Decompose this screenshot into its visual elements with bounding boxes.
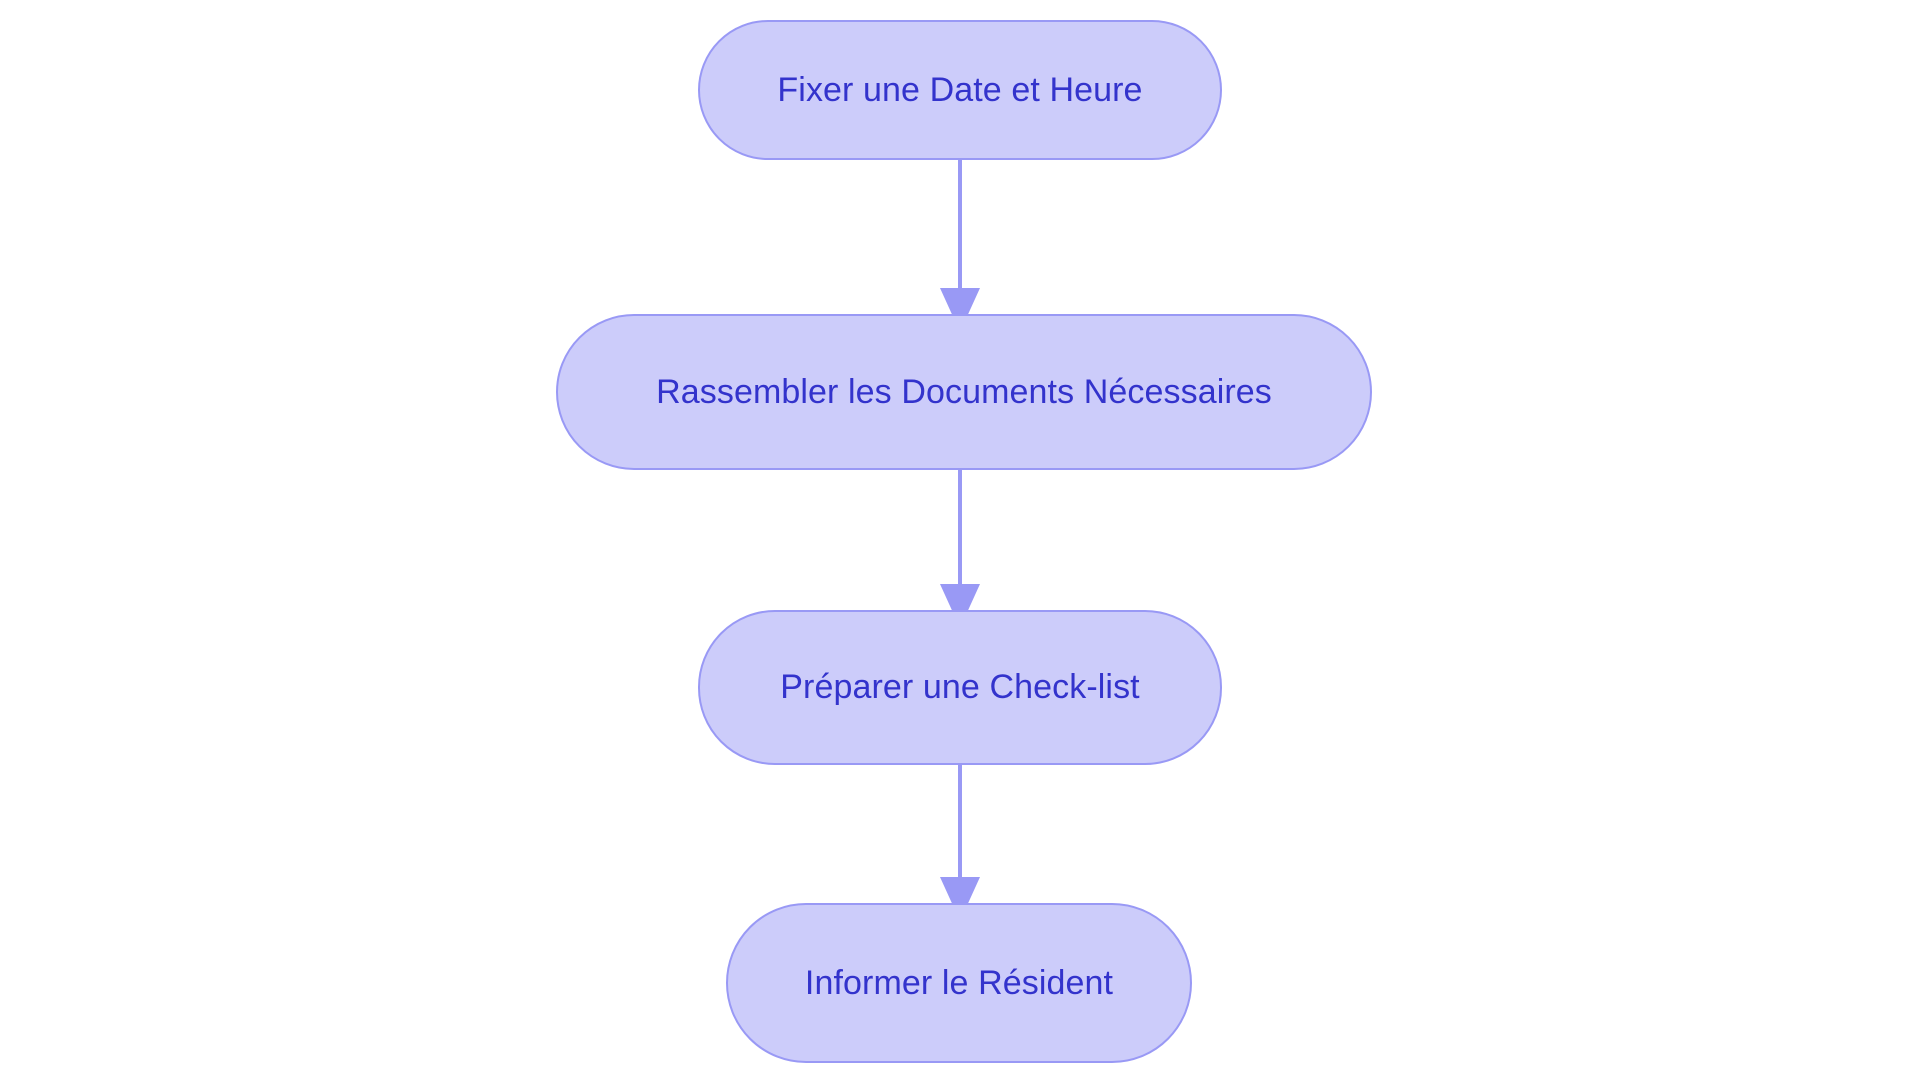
flowchart-node-fixer-une-date-et-heure[interactable]: Fixer une Date et Heure [698,20,1222,160]
flowchart-node-preparer-une-check-list[interactable]: Préparer une Check-list [698,610,1222,765]
node-label: Préparer une Check-list [780,668,1140,707]
node-label: Rassembler les Documents Nécessaires [656,372,1272,411]
node-label: Fixer une Date et Heure [777,70,1143,109]
flowchart-node-informer-le-resident[interactable]: Informer le Résident [726,903,1192,1063]
flowchart-node-rassembler-les-documents-necessaires[interactable]: Rassembler les Documents Nécessaires [556,314,1372,470]
node-label: Informer le Résident [804,963,1114,1002]
